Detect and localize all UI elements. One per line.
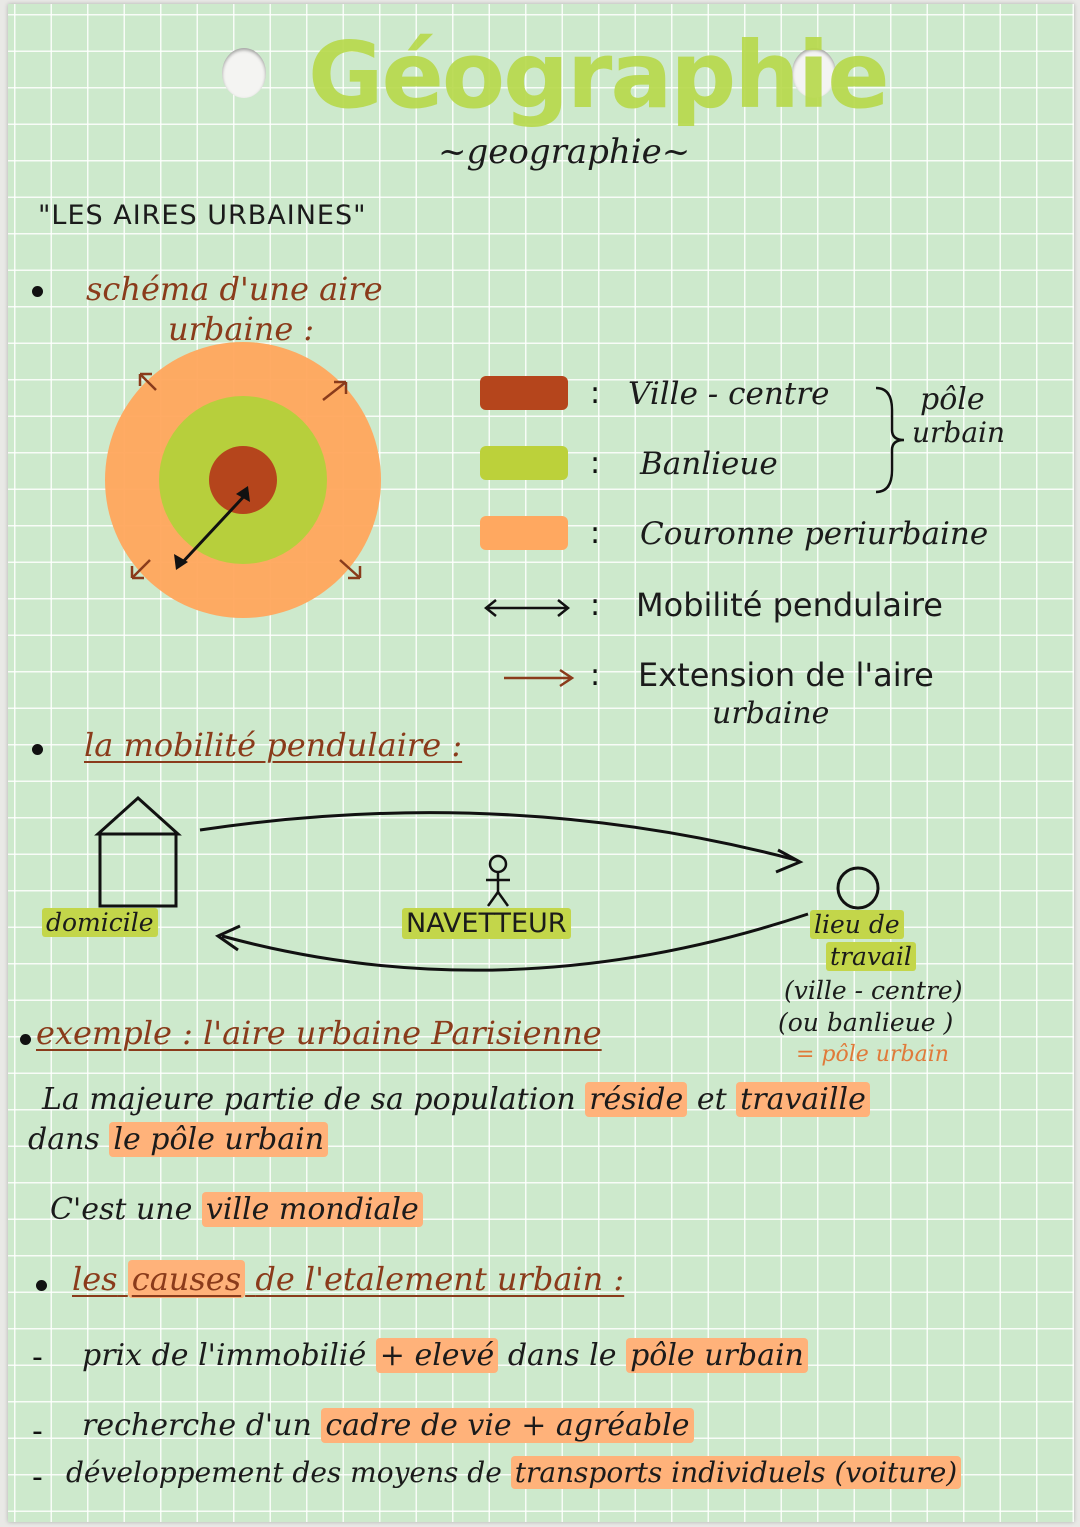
- brace-icon: [875, 386, 905, 494]
- label-navetteur: NAVETTEUR: [402, 908, 571, 939]
- legend-label-couronne: Couronne periurbaine: [640, 516, 989, 552]
- legend-swatch-couronne: [480, 516, 568, 550]
- cause-item-1: prix de l'immobilié + elevé dans le pôle…: [82, 1338, 808, 1373]
- legend-colon: :: [590, 446, 601, 481]
- causes-heading: les causes de l'etalement urbain :: [72, 1260, 625, 1298]
- section-heading-schema-2: urbaine :: [168, 310, 315, 348]
- bullet: [32, 744, 43, 755]
- example-heading: exemple : l'aire urbaine Parisienne: [36, 1014, 602, 1052]
- legend-label-banlieue: Banlieue: [640, 446, 778, 482]
- example-paragraph-1-cont: dans le pôle urbain: [28, 1122, 329, 1157]
- dash: -: [32, 1460, 43, 1495]
- commute-diagram: [94, 795, 880, 972]
- page-title-large: Géographie: [308, 22, 890, 129]
- legend-colon: :: [590, 376, 601, 411]
- cause-item-3: développement des moyens de transports i…: [66, 1456, 962, 1489]
- label-ville-centre: (ville - centre): [784, 976, 963, 1005]
- label-pole-urbain: = pôle urbain: [796, 1042, 949, 1067]
- bullet: [36, 1280, 47, 1291]
- arrow-icon: [504, 668, 575, 688]
- legend-colon: :: [590, 516, 601, 551]
- dash: -: [32, 1340, 43, 1375]
- section-heading-mobilite: la mobilité pendulaire :: [84, 726, 463, 764]
- example-paragraph-1: La majeure partie de sa population résid…: [42, 1082, 870, 1117]
- legend-label-ville-centre: Ville - centre: [628, 376, 830, 412]
- label-travail: travail: [826, 942, 916, 971]
- dash: -: [32, 1414, 43, 1449]
- legend-colon: :: [590, 588, 601, 623]
- page-title-small: ~geographie~: [438, 132, 691, 172]
- brace-label-pole: pôle: [920, 382, 985, 417]
- legend-colon: :: [590, 658, 601, 693]
- brace-label-urbain: urbain: [912, 416, 1006, 449]
- notebook-page: Géographie ~geographie~ "LES AIRES URBAI…: [8, 4, 1074, 1522]
- example-paragraph-2: C'est une ville mondiale: [50, 1192, 423, 1227]
- punch-hole-right: [792, 48, 836, 98]
- legend-swatch-banlieue: [480, 446, 568, 480]
- legend-swatch-ville-centre: [480, 376, 568, 410]
- punch-hole-left: [222, 48, 266, 98]
- legend-label-extension: Extension de l'aire: [638, 656, 934, 694]
- label-lieu-de: lieu de: [810, 910, 904, 939]
- urban-area-diagram: [105, 342, 381, 618]
- legend-label-mobilite: Mobilité pendulaire: [636, 586, 943, 624]
- bullet: [20, 1034, 31, 1045]
- bullet: [32, 286, 43, 297]
- cause-item-2: recherche d'un cadre de vie + agréable: [82, 1408, 694, 1443]
- legend-label-extension-2: urbaine: [712, 696, 830, 731]
- chapter-title: "LES AIRES URBAINES": [38, 200, 367, 231]
- double-arrow-icon: [483, 599, 571, 617]
- label-domicile: domicile: [42, 908, 158, 937]
- section-heading-schema: schéma d'une aire: [86, 270, 383, 308]
- label-ou-banlieue: (ou banlieue ): [778, 1008, 954, 1037]
